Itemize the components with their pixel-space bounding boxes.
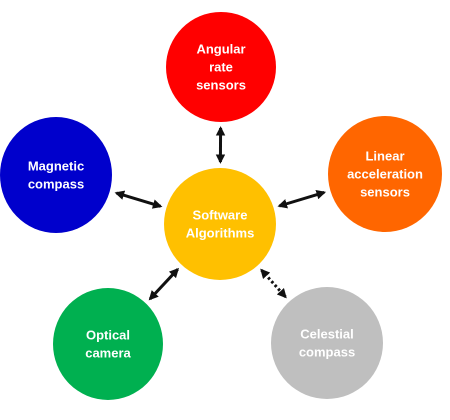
software-algorithms-label-line: Software: [193, 208, 248, 223]
optical-camera-label-line: camera: [85, 346, 131, 361]
celestial-compass-label-line: compass: [299, 345, 355, 360]
connectors-group: [114, 126, 327, 301]
angular-rate-sensors-label-line: sensors: [196, 78, 246, 93]
angular-rate-sensors-circle: [166, 12, 276, 122]
connector-magnetic-compass: [114, 190, 163, 209]
angular-rate-sensors-label-line: Angular: [196, 42, 245, 57]
celestial-compass-circle: [271, 287, 383, 399]
software-algorithms-circle: [164, 168, 276, 280]
angular-rate-sensors-label-line: rate: [209, 60, 233, 75]
magnetic-compass-label-line: Magnetic: [28, 159, 84, 174]
celestial-compass-node: Celestial compass: [271, 287, 383, 399]
connector-optical-camera: [148, 267, 180, 301]
linear-acceleration-sensors-node: Linear acceleration sensors: [328, 116, 442, 232]
optical-camera-label-line: Optical: [86, 328, 130, 343]
celestial-compass-label-line: Celestial: [300, 327, 353, 342]
magnetic-compass-node: Magnetic compass: [0, 117, 112, 233]
software-algorithms-label-line: Algorithms: [186, 226, 255, 241]
magnetic-compass-label-line: compass: [28, 177, 84, 192]
linear-acceleration-sensors-label-line: acceleration: [347, 167, 423, 182]
optical-camera-circle: [53, 288, 163, 400]
magnetic-compass-circle: [0, 117, 112, 233]
connector-linear-acceleration-sensors: [277, 190, 327, 209]
optical-camera-node: Optical camera: [53, 288, 163, 400]
linear-acceleration-sensors-circle: [328, 116, 442, 232]
nodes-group: SoftwareAlgorithmsAngularratesensorsLine…: [0, 12, 442, 400]
connector-celestial-compass: [260, 268, 287, 299]
linear-acceleration-sensors-label-line: sensors: [360, 185, 410, 200]
angular-rate-sensors-node: Angular rate sensors: [166, 12, 276, 122]
linear-acceleration-sensors-label-line: Linear: [365, 149, 404, 164]
